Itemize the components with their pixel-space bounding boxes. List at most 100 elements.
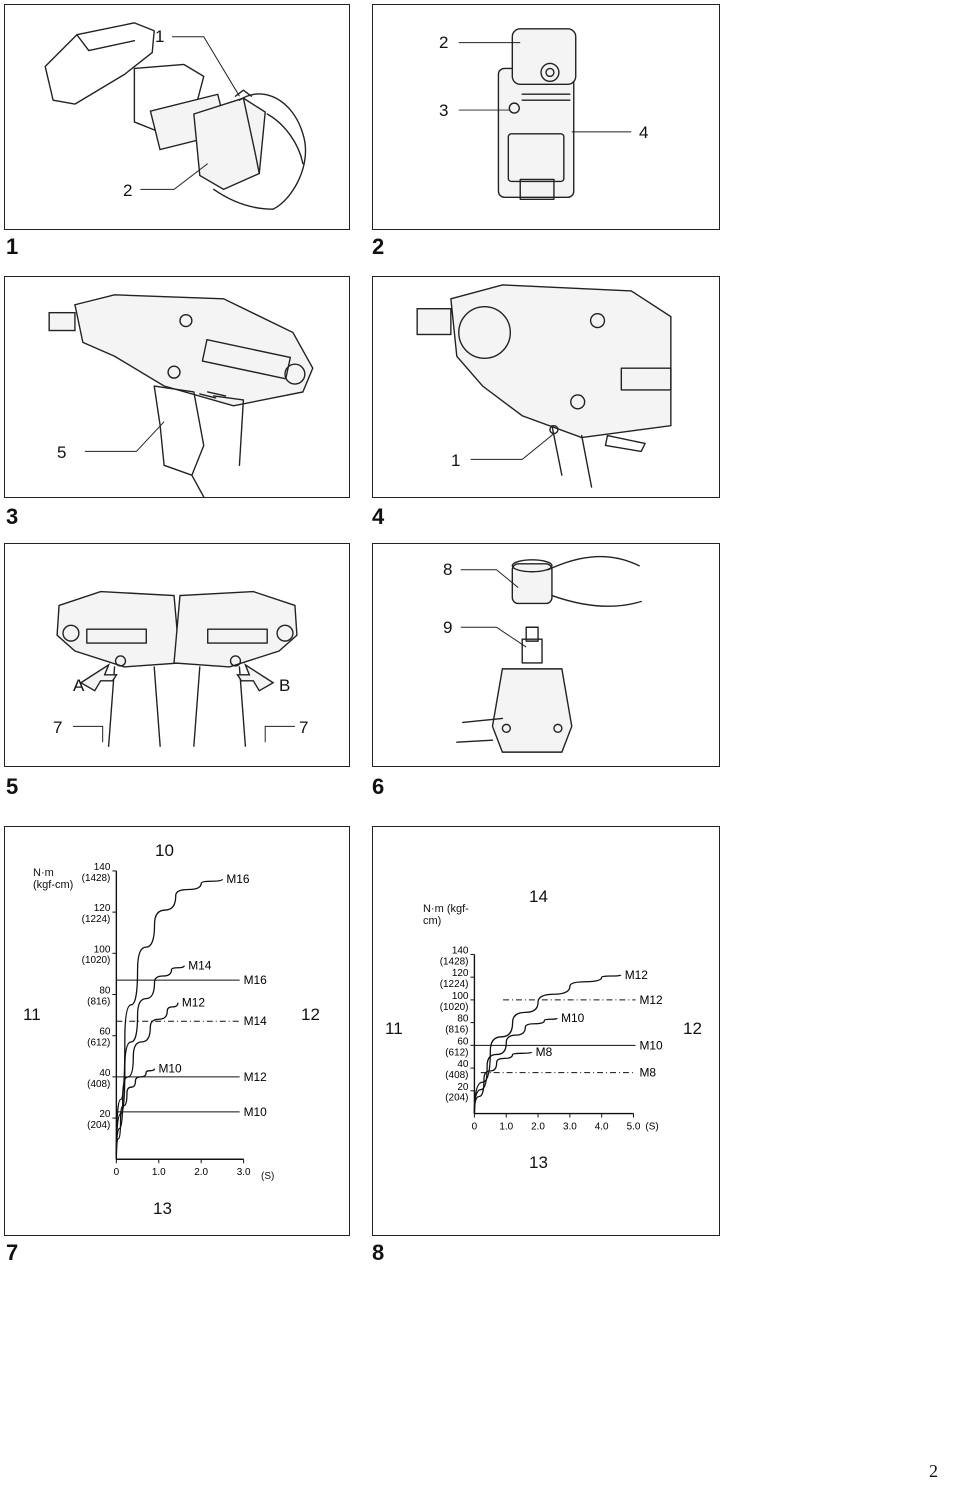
x-tick-label: 0 — [472, 1121, 478, 1132]
x-tick-label: 3.0 — [563, 1121, 577, 1132]
y-tick-label: 20 — [457, 1082, 469, 1093]
series-curve-M12 — [473, 974, 622, 1114]
callout-4: 4 — [639, 123, 649, 142]
x-tick-label: 4.0 — [595, 1121, 609, 1132]
reversing-switch-drawing — [48, 294, 314, 497]
figure-8-panel: 20(204)40(408)60(612)80(816)100(1020)120… — [372, 826, 720, 1236]
socket-installation-drawing — [456, 555, 642, 753]
charger-drawing — [458, 28, 632, 200]
figure-3-panel: 5 — [4, 276, 350, 498]
y-tick-label-kgf: (1224) — [82, 914, 111, 925]
y-tick-label: 60 — [99, 1027, 111, 1038]
y-tick-label-kgf: (1428) — [82, 873, 111, 884]
y-tick-label: 140 — [452, 945, 469, 956]
callout-14: 14 — [529, 887, 548, 906]
callout-7-right: 7 — [299, 718, 309, 737]
x-tick-label: 1.0 — [152, 1167, 166, 1178]
figure-6-panel: 8 9 — [372, 543, 720, 767]
callout-10: 10 — [155, 841, 174, 860]
page-number: 2 — [929, 1461, 938, 1481]
callout-1: 1 — [451, 451, 461, 470]
switch-lock-drawing — [416, 284, 672, 488]
callout-3: 3 — [439, 101, 449, 120]
y-axis-label: N·m (kgf-cm) — [423, 903, 469, 927]
callout-B: B — [279, 676, 291, 695]
reference-line-label: M14 — [244, 1014, 268, 1028]
x-tick-label: 1.0 — [499, 1121, 513, 1132]
x-tick-label: 2.0 — [531, 1121, 545, 1132]
figure-1-panel: 1 2 — [4, 4, 350, 230]
series-label: M12 — [625, 968, 649, 982]
figure-5-panel: A B 7 7 — [4, 543, 350, 767]
y-tick-label-kgf: (1428) — [440, 956, 469, 967]
callout-13: 13 — [529, 1153, 548, 1172]
callout-1: 1 — [155, 27, 165, 46]
callout-13: 13 — [153, 1199, 172, 1218]
y-tick-label: 120 — [452, 968, 469, 979]
y-tick-label: 80 — [457, 1014, 469, 1025]
x-tick-label: 3.0 — [237, 1167, 251, 1178]
reference-line-label: M10 — [244, 1105, 268, 1119]
x-tick-label: 0 — [114, 1167, 120, 1178]
figure-2-panel: 2 3 4 — [372, 4, 720, 230]
y-tick-label: 20 — [99, 1109, 111, 1120]
figure-number-4: 4 — [372, 504, 385, 529]
series-curve-M16 — [115, 878, 224, 1160]
y-tick-label: 100 — [452, 991, 469, 1002]
callout-2: 2 — [439, 33, 449, 52]
y-tick-label-kgf: (1020) — [440, 1002, 469, 1013]
callout-7-left: 7 — [53, 718, 63, 737]
callout-11: 11 — [23, 1005, 41, 1024]
figure-number-3: 3 — [6, 504, 19, 529]
series-curve-M8 — [473, 1051, 533, 1114]
y-tick-label-kgf: (612) — [87, 1038, 110, 1049]
callout-9: 9 — [443, 618, 453, 637]
callout-8: 8 — [443, 560, 453, 579]
figure-number-5: 5 — [6, 774, 19, 799]
figure-number-7: 7 — [6, 1240, 19, 1265]
y-tick-label-kgf: (204) — [445, 1093, 468, 1104]
y-tick-label-kgf: (408) — [87, 1079, 110, 1090]
figure-number-6: 6 — [372, 774, 385, 799]
callout-2: 2 — [123, 181, 133, 200]
callout-A: A — [73, 676, 85, 695]
y-tick-label-kgf: (1224) — [440, 979, 469, 990]
y-tick-label-kgf: (204) — [87, 1120, 110, 1131]
y-tick-label-kgf: (1020) — [82, 955, 111, 966]
y-tick-label-kgf: (816) — [87, 996, 110, 1007]
reference-line-label: M12 — [244, 1070, 268, 1084]
callout-12: 12 — [683, 1019, 702, 1038]
torque-chart-7: 20(204) 40(408) 60(612) 80(816) 100(1020) 120… — [82, 862, 268, 1178]
series-label: M10 — [159, 1062, 183, 1076]
y-tick-label: 100 — [94, 944, 111, 955]
y-tick-label: 60 — [457, 1036, 469, 1047]
series-label: M8 — [536, 1045, 553, 1059]
series-curve-M10 — [473, 1017, 558, 1114]
x-unit-label: (S) — [261, 1171, 275, 1182]
x-tick-label: 5.0 — [627, 1121, 641, 1132]
reference-line-label: M8 — [639, 1066, 656, 1080]
y-tick-label-kgf: (612) — [445, 1047, 468, 1058]
callout-11: 11 — [385, 1019, 403, 1038]
series-label: M16 — [226, 872, 250, 886]
x-tick-label: 2.0 — [194, 1167, 208, 1178]
reference-line-label: M10 — [639, 1038, 663, 1052]
figure-4-panel: 1 — [372, 276, 720, 498]
series-curve-M10 — [115, 1068, 156, 1160]
series-label: M14 — [188, 959, 212, 973]
y-axis-label: N·m (kgf-cm) — [33, 867, 74, 891]
torque-chart-8: 20(204) 40(408) 60(612) 80(816) 100(1020) 120… — [440, 945, 663, 1132]
figure-number-8: 8 — [372, 1240, 385, 1265]
series-curve-M12 — [115, 1002, 179, 1160]
y-tick-label: 40 — [457, 1059, 469, 1070]
y-tick-label-kgf: (408) — [445, 1070, 468, 1081]
figure-number-1: 1 — [6, 234, 19, 259]
y-tick-label-kgf: (816) — [445, 1025, 468, 1036]
reversing-positions-drawing — [56, 590, 298, 747]
series-curve-M14 — [115, 965, 185, 1160]
y-tick-label: 120 — [94, 903, 111, 914]
series-label: M12 — [182, 996, 206, 1010]
y-tick-label: 40 — [99, 1068, 111, 1079]
y-tick-label: 80 — [99, 986, 111, 997]
figure-number-2: 2 — [372, 234, 385, 259]
